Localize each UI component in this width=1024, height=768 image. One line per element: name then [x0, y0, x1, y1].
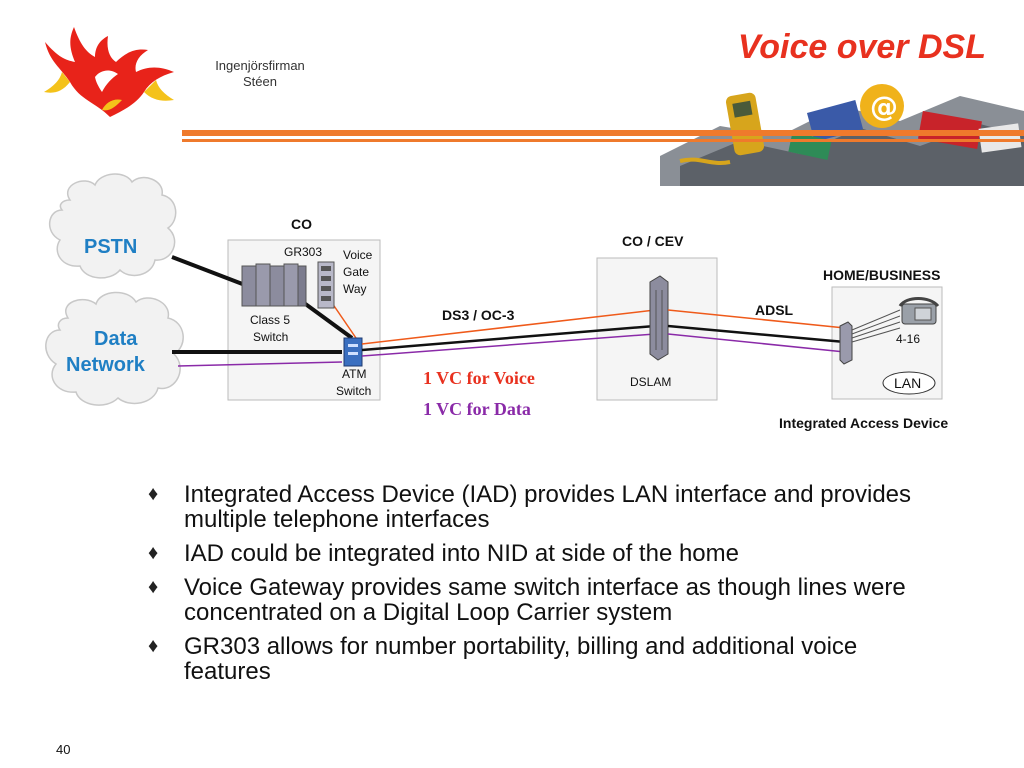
- bullet-item: ♦ IAD could be integrated into NID at si…: [148, 541, 948, 566]
- voice-gateway-label-line3: Way: [343, 282, 367, 296]
- diamond-bullet-icon: ♦: [148, 483, 159, 505]
- pstn-trunk-line: [171, 255, 246, 287]
- switch-to-atm-line: [298, 298, 354, 340]
- class5-switch-label-line1: Class 5: [250, 313, 291, 327]
- atm-switch-icon: [343, 337, 363, 367]
- home-business-box: [831, 286, 943, 400]
- page-number: 40: [56, 742, 71, 757]
- iad-caption: Integrated Access Device: [779, 415, 949, 431]
- company-name-line2: Stéen: [243, 74, 277, 89]
- bullet-item: ♦ Integrated Access Device (IAD) provide…: [148, 482, 948, 532]
- adsl-label: ADSL: [755, 302, 794, 318]
- ds3-oc3-label: DS3 / OC-3: [442, 307, 515, 323]
- header-rule-thin: [182, 139, 1024, 142]
- data-network-purple-line: [177, 361, 343, 367]
- gr303-label: GR303: [284, 245, 323, 259]
- pstn-label: PSTN: [84, 236, 138, 258]
- bullet-text: IAD could be integrated into NID at side…: [184, 540, 739, 567]
- diamond-bullet-icon: ♦: [148, 576, 159, 598]
- voice-gateway-label-line1: Voice: [343, 248, 373, 262]
- data-vc-line-adsl: [667, 333, 846, 353]
- company-name-line1: Ingenjörsfirman: [215, 58, 305, 73]
- diamond-bullet-icon: ♦: [148, 542, 159, 564]
- bullet-item: ♦ GR303 allows for number portability, b…: [148, 634, 948, 684]
- trunk-line-co: [361, 324, 656, 352]
- company-logo: [44, 27, 174, 117]
- bullet-text: Integrated Access Device (IAD) provides …: [184, 481, 912, 533]
- class5-switch-label-line2: Switch: [253, 330, 289, 344]
- vc-data-label: 1 VC for Data: [423, 399, 531, 419]
- bullet-item: ♦ Voice Gateway provides same switch int…: [148, 575, 948, 625]
- atm-switch-label-line2: Switch: [336, 384, 372, 398]
- co-cev-title: CO / CEV: [622, 233, 684, 249]
- telephone-icon: [898, 297, 940, 325]
- data-network-label-line1: Data: [94, 328, 138, 350]
- voice-gateway-label-line2: Gate: [343, 265, 370, 279]
- bullet-text: Voice Gateway provides same switch inter…: [184, 574, 906, 626]
- company-name: Ingenjörsfirman Stéen: [200, 58, 320, 90]
- telecom-banner-image: @: [660, 66, 1024, 186]
- lan-label: LAN: [894, 375, 922, 391]
- diamond-bullet-icon: ♦: [148, 635, 159, 657]
- atm-switch-label-line1: ATM: [342, 367, 367, 381]
- svg-text:@: @: [870, 90, 898, 123]
- co-title: CO: [291, 216, 312, 232]
- data-network-label-line2: Network: [66, 354, 145, 376]
- class5-switch-icon: [241, 263, 307, 307]
- home-business-title: HOME/BUSINESS: [823, 267, 941, 283]
- slide-title: Voice over DSL: [737, 28, 986, 66]
- bullet-list: ♦ Integrated Access Device (IAD) provide…: [148, 482, 948, 693]
- data-vc-line-co: [361, 333, 656, 357]
- gw-to-atm-line: [329, 299, 357, 339]
- dslam-label: DSLAM: [630, 375, 672, 389]
- pstn-cloud: [49, 173, 177, 279]
- vc-voice-label: 1 VC for Voice: [423, 368, 535, 388]
- iad-device-icon: [839, 309, 901, 365]
- voice-gateway-icon: [317, 261, 335, 309]
- trunk-line-adsl: [667, 324, 846, 344]
- dslam-icon: [649, 275, 669, 361]
- header-rule: [182, 130, 1024, 136]
- phone-count-label: 4-16: [896, 332, 921, 346]
- bullet-text: GR303 allows for number portability, bil…: [184, 633, 858, 685]
